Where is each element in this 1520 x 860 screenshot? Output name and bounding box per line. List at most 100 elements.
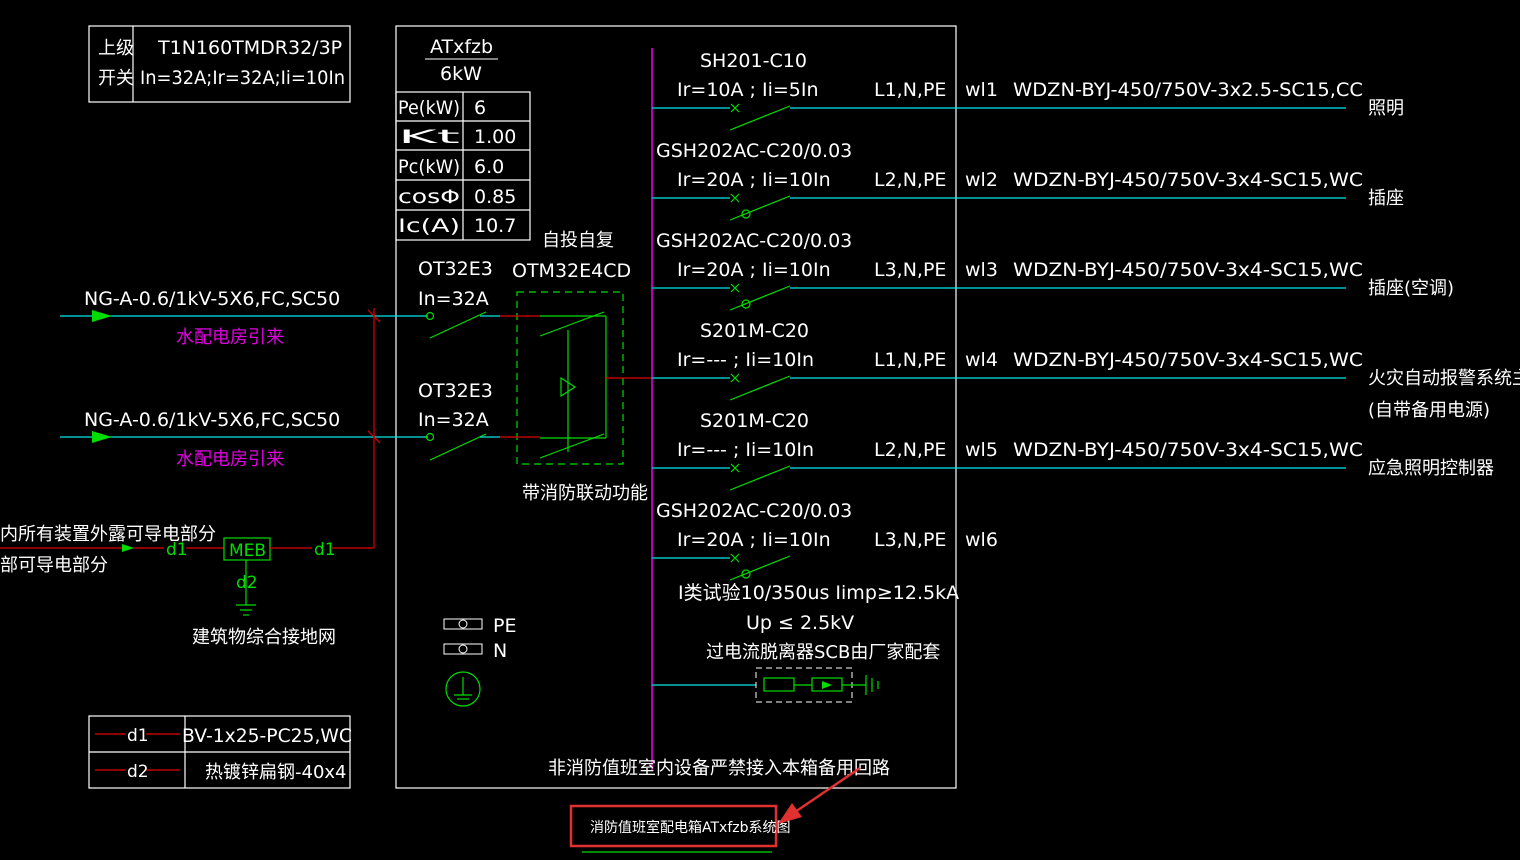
box-name: ATxfzb <box>430 36 493 58</box>
incoming-feeder-2: NG-A-0.6/1kV-5X6,FC,SC50 水配电房引来 OT32E3 I… <box>60 380 540 470</box>
param-key: Pc(kW) <box>398 156 460 178</box>
ground-icon <box>236 604 256 616</box>
circuit-id: wl6 <box>965 529 998 551</box>
d1-label-right: d1 <box>314 540 336 560</box>
breaker-contact <box>729 375 791 401</box>
legend-code-d2: d2 <box>127 762 149 782</box>
legend-desc-d1: BV-1x25-PC25,WC <box>182 725 352 747</box>
meb-label: MEB <box>229 541 266 561</box>
param-key: Ic(A) <box>398 215 460 237</box>
earthing-text-2: 部可导电部分 <box>0 555 108 576</box>
circuit-phase: L2,N,PE <box>874 169 946 191</box>
circuit-id: wl5 <box>965 439 998 461</box>
param-key: Pe(kW) <box>398 97 460 119</box>
incoming-rating-1: In=32A <box>418 288 489 310</box>
upstream-setting: In=32A;Ir=32A;Ii=10In <box>140 67 345 89</box>
atse-model: OTM32E4CD <box>512 260 631 282</box>
breaker-contact <box>729 285 791 311</box>
box-note: 非消防值班室内设备严禁接入本箱备用回路 <box>548 758 890 779</box>
incoming-source-2: 水配电房引来 <box>176 449 284 470</box>
circuit-id: wl3 <box>965 259 998 281</box>
circuit-breaker-model: S201M-C20 <box>700 410 809 432</box>
spd-section: I类试验10/350us Iimp≥12.5kA Up ≤ 2.5kV 过电流脱… <box>652 582 959 703</box>
incoming-cable-1: NG-A-0.6/1kV-5X6,FC,SC50 <box>84 288 340 310</box>
rcd-icon <box>741 299 751 309</box>
circuit-breaker-setting: Ir=--- ; Ii=10In <box>677 349 814 371</box>
spd-line-3: 过电流脱离器SCB由厂家配套 <box>706 642 940 663</box>
rcd-icon <box>741 209 751 219</box>
circuit-cable: WDZN-BYJ-450/750V-3x4-SC15,WC <box>1013 349 1363 371</box>
earthing-grid: 建筑物综合接地网 <box>192 627 336 648</box>
circuit-phase: L3,N,PE <box>874 529 946 551</box>
breaker-contact <box>729 195 791 221</box>
circuit-breaker-model: GSH202AC-C20/0.03 <box>656 140 852 162</box>
legend-code-d1: d1 <box>127 726 149 746</box>
caption-highlight <box>569 804 778 848</box>
legend-table: d1 BV-1x25-PC25,WC d2 热镀锌扁钢-40x4 <box>88 715 352 789</box>
scb-icon <box>763 677 795 692</box>
circuit-phase: L1,N,PE <box>874 79 946 101</box>
circuit-load: 照明 <box>1368 98 1404 119</box>
d1-label-left: d1 <box>166 540 188 560</box>
pe-link <box>367 308 652 548</box>
circuit-phase: L1,N,PE <box>874 349 946 371</box>
param-value: 0.85 <box>474 186 516 208</box>
incoming-source-1: 水配电房引来 <box>176 327 284 348</box>
atse-symbol <box>539 311 607 459</box>
param-value: 6.0 <box>474 156 504 178</box>
circuit-breaker-model: GSH202AC-C20/0.03 <box>656 230 852 252</box>
circuit-cable: WDZN-BYJ-450/750V-3x4-SC15,WC <box>1013 439 1363 461</box>
circuit-load-2: (自带备用电源) <box>1368 400 1490 421</box>
incoming-switch-2: OT32E3 <box>418 380 493 402</box>
legend-desc-d2: 热镀锌扁钢-40x4 <box>205 762 347 783</box>
upstream-label-1: 上级 <box>98 38 134 59</box>
circuit-breaker-model: GSH202AC-C20/0.03 <box>656 500 852 522</box>
upstream-switch-table: 上级 开关 T1N160TMDR32/3P In=32A;Ir=32A;Ii=1… <box>88 25 351 103</box>
earth-terminal-icon <box>445 671 481 707</box>
incoming-cable-2: NG-A-0.6/1kV-5X6,FC,SC50 <box>84 409 340 431</box>
distribution-box-outline <box>395 25 957 789</box>
param-value: 10.7 <box>474 215 516 237</box>
diagram-caption: 消防值班室配电箱ATxfzb系统图 <box>590 819 791 836</box>
breaker-contact <box>729 555 791 581</box>
atse-label-bottom: 带消防联动功能 <box>522 483 648 504</box>
circuit-breaker-setting: Ir=10A ; Ii=5In <box>677 79 819 101</box>
spd-line-1: I类试验10/350us Iimp≥12.5kA <box>678 582 959 604</box>
breaker-contact <box>729 465 791 491</box>
circuit-breaker-model: SH201-C10 <box>700 50 807 72</box>
pe-terminal-label: PE <box>493 615 516 637</box>
circuit-cable: WDZN-BYJ-450/750V-3x4-SC15,WC <box>1013 259 1363 281</box>
rcd-icon <box>741 569 751 579</box>
caption-block: 消防值班室配电箱ATxfzb系统图 <box>569 766 861 853</box>
circuit-cable: WDZN-BYJ-450/750V-3x2.5-SC15,CC <box>1013 79 1363 101</box>
box-power: 6kW <box>440 63 482 85</box>
circuit-breaker-setting: Ir=--- ; Ii=10In <box>677 439 814 461</box>
d2-label: d2 <box>236 573 258 593</box>
param-key: cosΦ <box>398 186 460 208</box>
circuit-breaker-setting: Ir=20A ; Ii=10In <box>677 169 831 191</box>
upstream-label-2: 开关 <box>98 68 134 89</box>
meb-box <box>223 537 271 561</box>
circuit-cable: WDZN-BYJ-450/750V-3x4-SC15,WC <box>1013 169 1363 191</box>
arrow-icon <box>778 766 861 824</box>
circuit-breaker-model: S201M-C20 <box>700 320 809 342</box>
circuit-breaker-setting: Ir=20A ; Ii=10In <box>677 529 831 551</box>
param-value: 1.00 <box>474 126 516 148</box>
circuit-phase: L2,N,PE <box>874 439 946 461</box>
breaker-contact <box>729 105 791 131</box>
incoming-rating-2: In=32A <box>418 409 489 431</box>
param-key: Kt <box>398 126 460 148</box>
n-terminal-label: N <box>493 640 507 662</box>
circuit-load: 应急照明控制器 <box>1368 458 1494 479</box>
param-value: 6 <box>474 97 486 119</box>
circuit-load: 插座(空调) <box>1368 278 1454 299</box>
circuit-load: 火灾自动报警系统主机 <box>1368 368 1520 389</box>
